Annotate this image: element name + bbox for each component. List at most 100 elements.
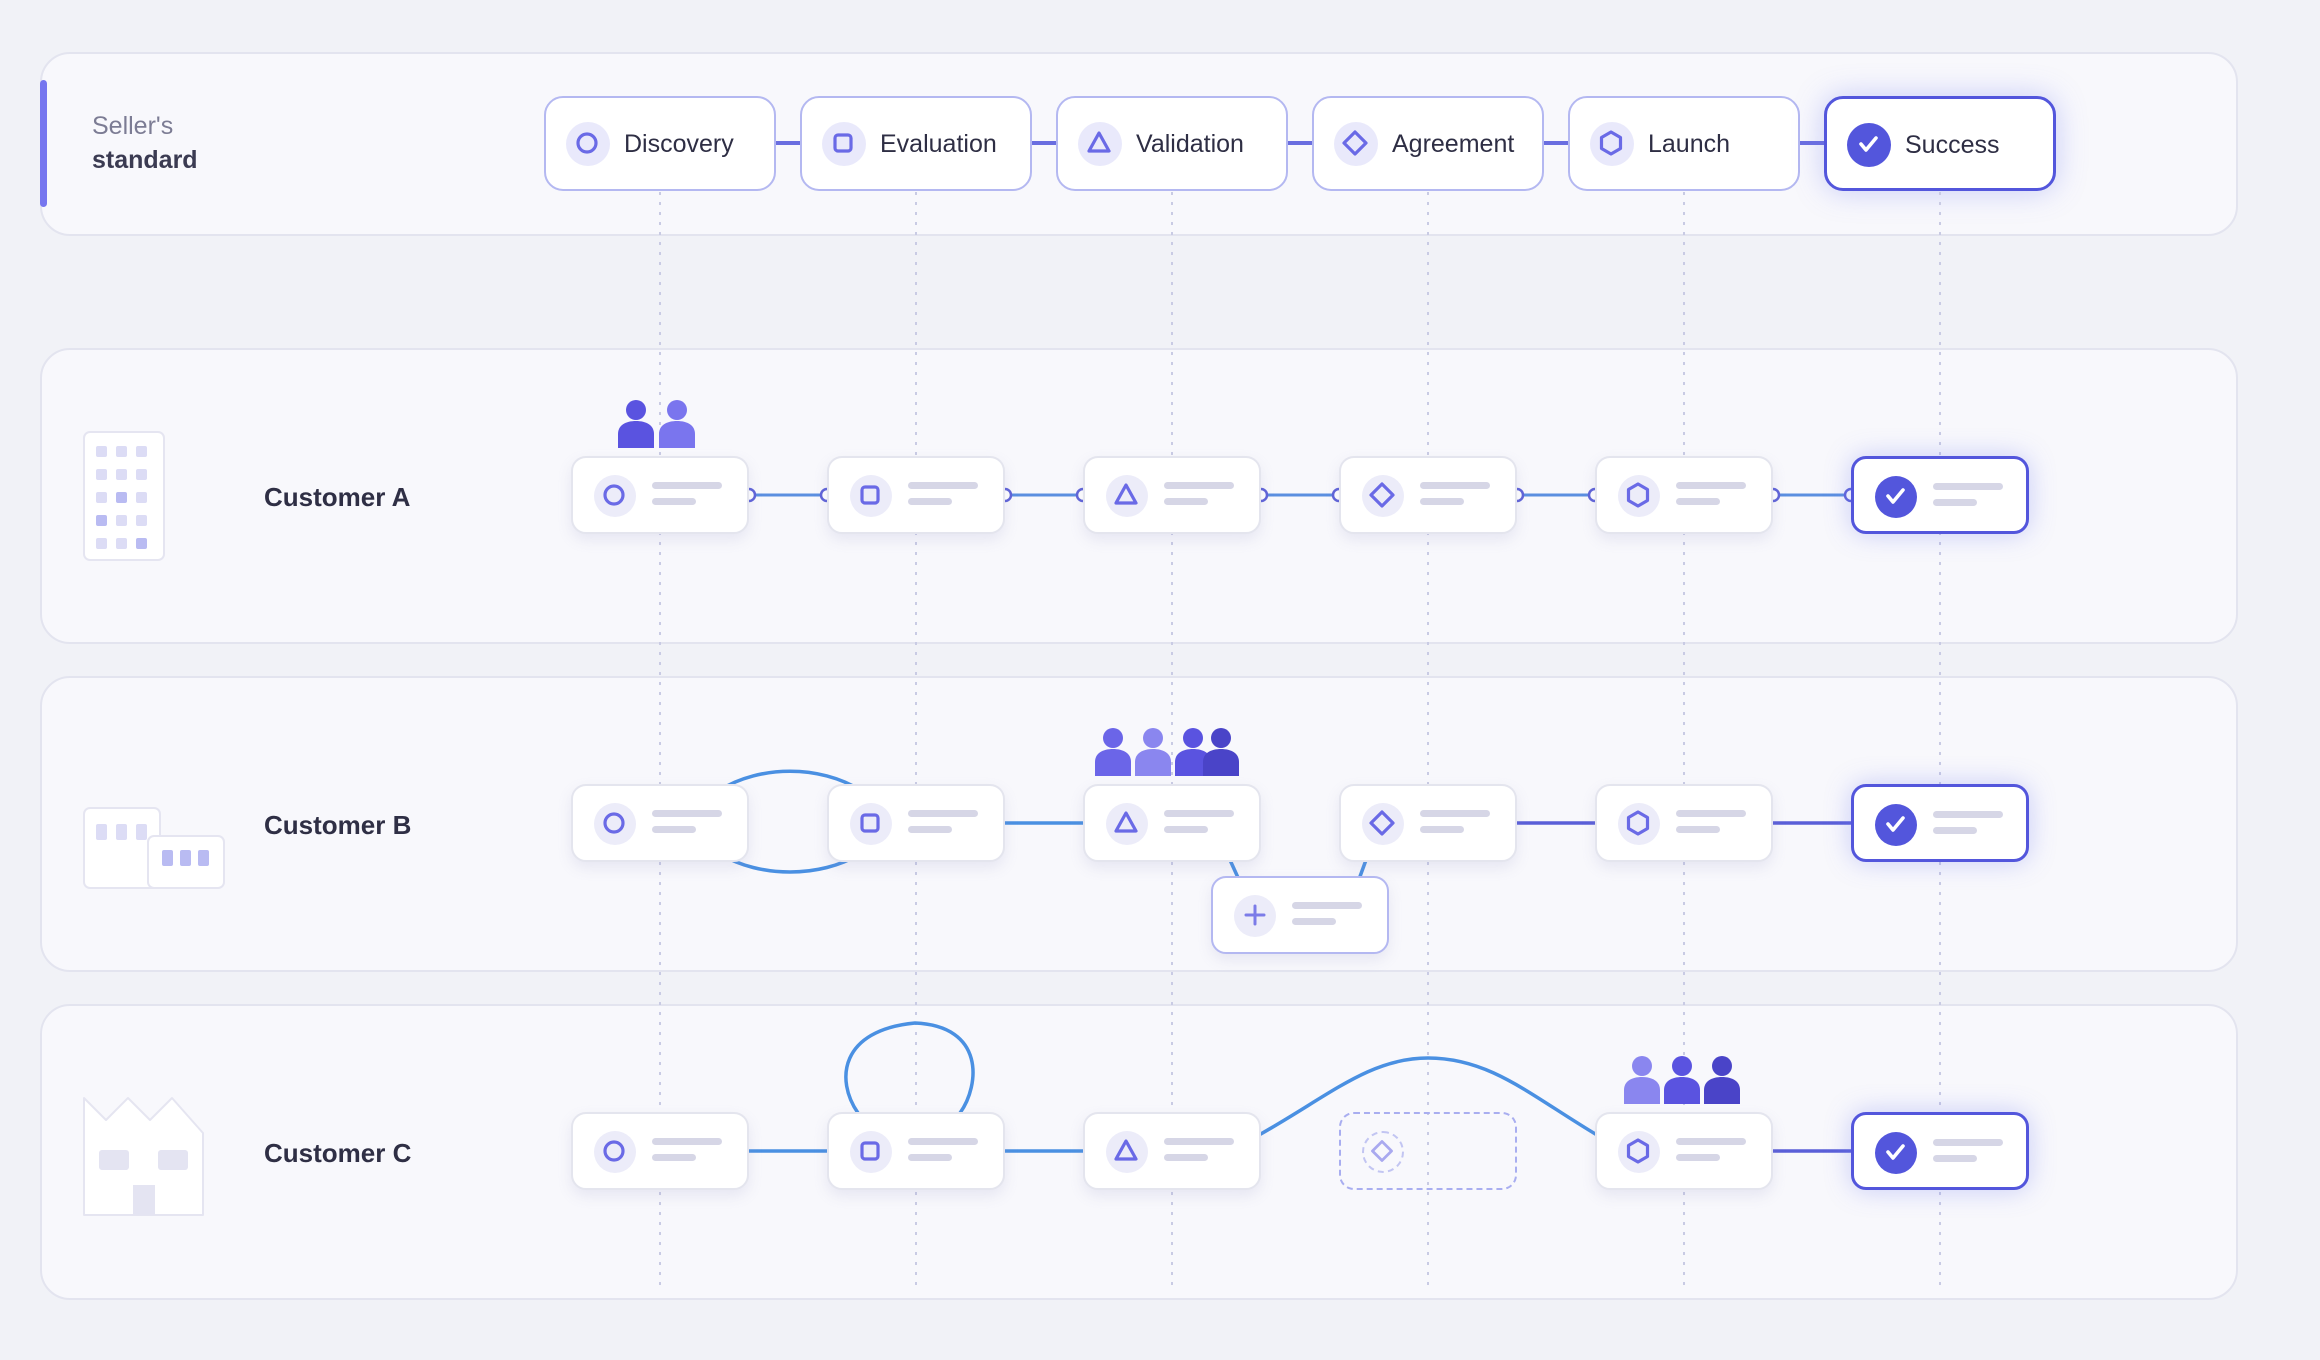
stage-agreement[interactable]: Agreement xyxy=(1312,96,1544,191)
stage-label: Discovery xyxy=(624,130,734,158)
customer-b-step-discovery[interactable] xyxy=(571,784,749,862)
diamond-icon xyxy=(1371,1140,1393,1162)
text-placeholder xyxy=(908,482,978,489)
evaluation-stage-icon xyxy=(833,133,853,153)
text-placeholder xyxy=(1933,827,1977,834)
customer-c-step-launch[interactable] xyxy=(1595,1112,1773,1190)
text-placeholder xyxy=(1420,810,1490,817)
text-placeholder xyxy=(1933,1139,2003,1146)
triangle-icon xyxy=(1106,803,1148,845)
check-icon xyxy=(1886,1144,1905,1160)
success-stage-icon xyxy=(1859,136,1878,152)
seller-label-line2: standard xyxy=(92,146,198,174)
customer-a-step-discovery[interactable] xyxy=(571,456,749,534)
text-placeholder xyxy=(1676,810,1746,817)
text-placeholder xyxy=(908,1138,978,1145)
hexagon-icon xyxy=(1626,810,1650,836)
text-placeholder xyxy=(652,1154,696,1161)
stage-label: Launch xyxy=(1648,130,1731,158)
launch-stage-icon xyxy=(1599,130,1623,156)
customer-b-step-agreement[interactable] xyxy=(1339,784,1517,862)
customer-b-step-launch[interactable] xyxy=(1595,784,1773,862)
factory-icon xyxy=(83,1097,204,1216)
customer-b-step-validation[interactable] xyxy=(1083,784,1261,862)
diamond-icon xyxy=(1362,803,1404,845)
square-icon xyxy=(850,1131,892,1173)
text-placeholder xyxy=(652,826,696,833)
diamond-icon xyxy=(1334,122,1378,166)
circle-icon xyxy=(603,484,625,506)
text-placeholder xyxy=(1676,1154,1720,1161)
customer-b-step-evaluation[interactable] xyxy=(827,784,1005,862)
validation-stage-icon xyxy=(1087,131,1111,153)
triangle-icon xyxy=(1114,1139,1138,1161)
text-placeholder xyxy=(1292,918,1336,925)
triangle-icon xyxy=(1114,483,1138,505)
hexagon-icon xyxy=(1618,1131,1660,1173)
square-icon xyxy=(822,122,866,166)
text-placeholder xyxy=(908,826,952,833)
hexagon-icon xyxy=(1626,482,1650,508)
check-icon xyxy=(1886,816,1905,832)
people-group-icon xyxy=(1095,728,1239,776)
customer-b-step-success[interactable] xyxy=(1851,784,2029,862)
stage-label: Evaluation xyxy=(880,130,997,158)
customer-c-step-evaluation[interactable] xyxy=(827,1112,1005,1190)
stage-label: Validation xyxy=(1136,130,1244,158)
stage-evaluation[interactable]: Evaluation xyxy=(800,96,1032,191)
customer-c-step-validation[interactable] xyxy=(1083,1112,1261,1190)
square-icon xyxy=(860,485,880,505)
warehouse-icon xyxy=(83,807,225,889)
stage-success[interactable]: Success xyxy=(1824,96,2056,191)
customer-a-name: Customer A xyxy=(264,482,411,512)
circle-icon xyxy=(603,812,625,834)
diamond-icon xyxy=(1362,1131,1404,1173)
seller-label-line1: Seller's xyxy=(92,112,174,140)
customer-a-step-evaluation[interactable] xyxy=(827,456,1005,534)
square-icon xyxy=(850,803,892,845)
text-placeholder xyxy=(1676,498,1720,505)
text-placeholder xyxy=(1164,810,1234,817)
customer-a-step-agreement[interactable] xyxy=(1339,456,1517,534)
square-icon xyxy=(860,813,880,833)
panel-accent-bar xyxy=(40,80,47,207)
diamond-icon xyxy=(1369,810,1395,836)
hexagon-icon xyxy=(1618,803,1660,845)
text-placeholder xyxy=(908,1154,952,1161)
customer-a-step-validation[interactable] xyxy=(1083,456,1261,534)
text-placeholder xyxy=(1420,498,1464,505)
customer-a-step-launch[interactable] xyxy=(1595,456,1773,534)
diamond-icon xyxy=(1362,475,1404,517)
customer-a-step-success[interactable] xyxy=(1851,456,2029,534)
text-placeholder xyxy=(1933,811,2003,818)
plus-icon xyxy=(1244,904,1266,926)
text-placeholder xyxy=(1292,902,1362,909)
customer-c-step-discovery[interactable] xyxy=(571,1112,749,1190)
people-group-icon xyxy=(1624,1056,1740,1104)
square-icon xyxy=(850,475,892,517)
text-placeholder xyxy=(1676,826,1720,833)
customer-b-added-step[interactable] xyxy=(1211,876,1389,954)
text-placeholder xyxy=(1933,499,1977,506)
customer-c-step-success[interactable] xyxy=(1851,1112,2029,1190)
circle-icon xyxy=(594,475,636,517)
triangle-icon xyxy=(1106,1131,1148,1173)
text-placeholder xyxy=(652,810,722,817)
text-placeholder xyxy=(652,482,722,489)
customer-c-step-agreement-skipped[interactable] xyxy=(1339,1112,1517,1190)
triangle-icon xyxy=(1114,811,1138,833)
office-building-icon xyxy=(83,431,165,561)
hexagon-icon xyxy=(1618,475,1660,517)
circle-icon xyxy=(603,1140,625,1162)
check-icon xyxy=(1886,488,1905,504)
text-placeholder xyxy=(908,810,978,817)
people-group-icon xyxy=(618,400,695,448)
stage-discovery[interactable]: Discovery xyxy=(544,96,776,191)
stage-launch[interactable]: Launch xyxy=(1568,96,1800,191)
text-placeholder xyxy=(1164,482,1234,489)
circle-icon xyxy=(566,122,610,166)
text-placeholder xyxy=(1676,482,1746,489)
circle-icon xyxy=(594,1131,636,1173)
stage-label: Success xyxy=(1905,131,2000,159)
